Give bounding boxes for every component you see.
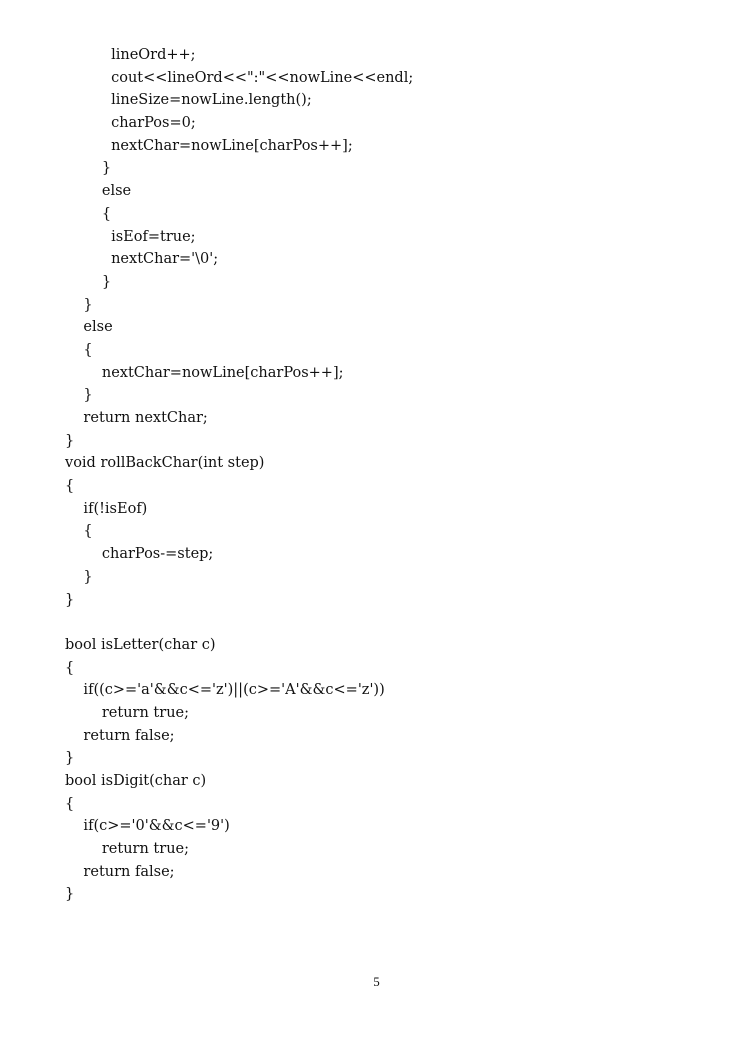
- code-line: bool isDigit(char c): [65, 773, 207, 789]
- code-line: }: [65, 273, 112, 290]
- code-line: nextChar='\0';: [65, 251, 219, 268]
- code-line: charPos=0;: [65, 115, 196, 132]
- code-line: lineSize=nowLine.length();: [65, 92, 312, 109]
- code-line: return nextChar;: [65, 410, 208, 426]
- code-line: {: [65, 795, 75, 812]
- code-line: nextChar=nowLine[charPos++];: [65, 137, 353, 154]
- code-line: return true;: [65, 704, 189, 721]
- code-line: return false;: [65, 727, 175, 744]
- code-line: if((c>='a'&&c<='z')||(c>='A'&&c<='z')): [65, 682, 385, 699]
- code-line: isEof=true;: [65, 228, 196, 245]
- code-line: }: [65, 886, 75, 903]
- code-line: if(!isEof): [65, 500, 148, 517]
- code-line: return false;: [65, 863, 175, 880]
- code-line: return true;: [65, 841, 189, 858]
- code-line: }: [65, 591, 75, 608]
- code-line: [65, 611, 705, 634]
- code-line: }: [65, 296, 93, 313]
- code-line: {: [65, 205, 112, 222]
- code-line: {: [65, 523, 93, 540]
- code-line: if(c>='0'&&c<='9'): [65, 818, 230, 835]
- code-line: bool isLetter(char c): [65, 636, 216, 653]
- code-line: {: [65, 341, 93, 358]
- code-line: void rollBackChar(int step): [65, 455, 265, 472]
- code-line: }: [65, 568, 93, 585]
- code-line: else: [65, 319, 113, 336]
- code-line: charPos-=step;: [65, 546, 214, 563]
- code-line: cout<<lineOrd<<":"<<nowLine<<endl;: [65, 69, 414, 86]
- code-line: lineOrd++;: [65, 47, 196, 63]
- code-line: }: [65, 160, 112, 177]
- code-line: else: [65, 183, 132, 200]
- code-line: nextChar=nowLine[charPos++];: [65, 364, 344, 381]
- code-line: }: [65, 432, 75, 449]
- code-line: {: [65, 478, 75, 495]
- code-block: lineOrd++; cout<<lineOrd<<":"<<nowLine<<…: [65, 44, 705, 906]
- code-line: }: [65, 387, 93, 404]
- code-line: {: [65, 659, 75, 676]
- code-line: }: [65, 750, 75, 767]
- page-number: 5: [373, 974, 380, 989]
